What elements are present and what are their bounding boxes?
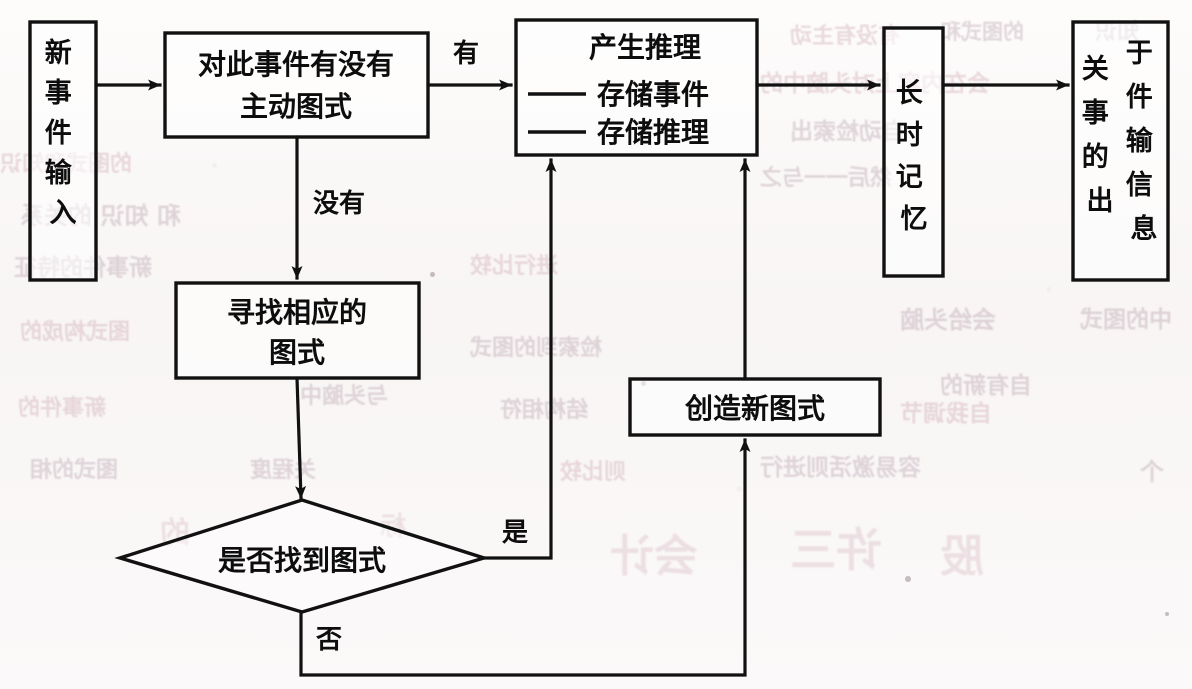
node-generate-inference[interactable]: 产生推理 存储事件 存储推理 xyxy=(514,18,759,157)
edge-label-yes-has-schema: 有 xyxy=(453,39,479,69)
edge-decision-no-to-create-schema xyxy=(299,438,751,677)
edge-label-found-yes: 是 xyxy=(502,518,528,548)
edge-label-found-no: 否 xyxy=(316,625,342,655)
scan-speck xyxy=(430,272,435,277)
edge-find-schema-to-decision xyxy=(295,376,307,500)
node-new-event-input[interactable]: 新 事 件 输 入 xyxy=(28,20,98,282)
node-long-term-memory[interactable]: 长 时 记 忆 xyxy=(882,26,945,278)
node-new-event-input-label: 新 事 件 输 入 xyxy=(45,37,81,229)
node-generate-inference-item1: 存储事件 xyxy=(597,78,709,111)
node-event-output-info-column-right: 于 件 输 信 息 xyxy=(1126,38,1162,245)
node-event-output-info[interactable]: 于 件 输 信 息 关 事 的 出 xyxy=(1071,20,1170,282)
node-long-term-memory-label: 长 时 记 忆 xyxy=(896,78,932,235)
node-schema-found-decision[interactable]: 是否找到图式 xyxy=(114,498,490,614)
node-event-output-info-column-left: 关 事 的 出 xyxy=(1082,54,1118,217)
node-generate-inference-title: 产生推理 xyxy=(589,31,701,64)
node-has-active-schema[interactable]: 对此事件有没有 主动图式 xyxy=(163,31,430,139)
edge-decision-yes-to-generate-inference xyxy=(482,158,557,560)
node-find-matching-schema[interactable]: 寻找相应的 图式 xyxy=(174,281,421,380)
node-generate-inference-item2: 存储推理 xyxy=(597,116,709,149)
node-find-matching-schema-line2: 图式 xyxy=(269,336,325,369)
node-create-new-schema[interactable]: 创造新图式 xyxy=(628,377,882,437)
node-find-matching-schema-line1: 寻找相应的 xyxy=(227,296,367,329)
node-has-active-schema-line2: 主动图式 xyxy=(240,90,352,123)
node-has-active-schema-line1: 对此事件有没有 xyxy=(198,48,394,81)
edge-label-no-has-schema: 没有 xyxy=(313,189,365,219)
scan-speck xyxy=(905,576,911,582)
node-schema-found-decision-label: 是否找到图式 xyxy=(218,544,386,577)
scan-speck xyxy=(1165,612,1170,617)
node-create-new-schema-label: 创造新图式 xyxy=(684,392,825,425)
